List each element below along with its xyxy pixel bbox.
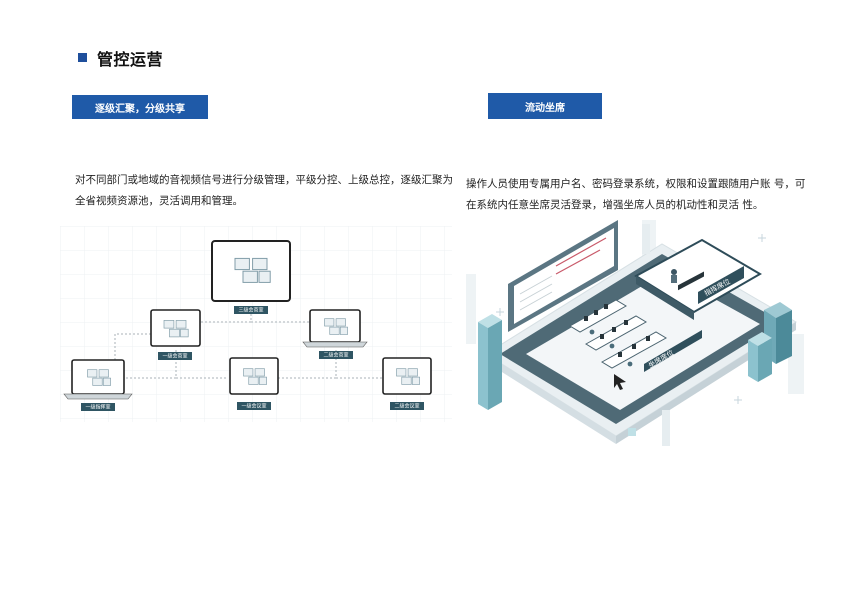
monitor-bottom-right: 二级会议室 <box>382 357 432 410</box>
diagram-label-bottom-middle: 一级会议室 <box>241 403 266 410</box>
operators <box>589 329 633 367</box>
monitor-bottom-middle: 一级会议室 <box>229 357 279 410</box>
monitor-top: 三级会商室 <box>211 240 291 314</box>
diagram-label-bottom-right: 二级会议室 <box>394 403 419 410</box>
tag-mobile-seating-label: 流动坐席 <box>525 102 565 114</box>
control-room-illustration: 指挥席位 坐席席位 <box>466 214 810 450</box>
section-marker <box>78 53 87 62</box>
laptop-mid-right: 二级会商室 <box>302 309 368 359</box>
desk-monitors <box>584 304 650 357</box>
rear-room: 指挥席位 <box>634 238 762 320</box>
tag-hierarchical-aggregation-label: 逐级汇聚，分级共享 <box>95 103 185 115</box>
plus-marks <box>496 234 766 404</box>
tag-mobile-seating: 流动坐席 <box>488 93 602 119</box>
hierarchy-diagram-svg: 三级会商室 一级会商室 二级会商室 一级指挥室 <box>60 226 452 422</box>
tag-hierarchical-aggregation: 逐级汇聚，分级共享 <box>72 95 208 119</box>
wall-display <box>508 220 618 332</box>
hierarchy-diagram: 三级会商室 一级会商室 二级会商室 一级指挥室 <box>60 226 452 422</box>
diagram-label-top: 三级会商室 <box>238 307 263 314</box>
diagram-label-mid-right: 二级会商室 <box>323 352 348 359</box>
diagram-label-bottom-left: 一级指挥室 <box>85 404 110 411</box>
monitor-mid-left: 一级会商室 <box>150 309 201 360</box>
section-title: 管控运营 <box>97 50 164 69</box>
server-racks <box>478 302 792 410</box>
front-partition <box>644 330 702 372</box>
left-description: 对不同部门或地域的音视频信号进行分级管理，平级分控、上级总控，逐级汇聚为全省视频… <box>75 174 453 207</box>
cursor-icon <box>614 374 626 390</box>
laptop-bottom-left: 一级指挥室 <box>63 359 133 411</box>
right-description: 操作人员使用专属用户名、密码登录系统，权限和设置跟随用户账 号，可在系统内任意坐… <box>466 178 806 211</box>
decor-pillars <box>628 224 670 446</box>
control-room-svg: 指挥席位 坐席席位 <box>466 220 804 446</box>
diagram-label-mid-left: 一级会商室 <box>162 353 187 360</box>
